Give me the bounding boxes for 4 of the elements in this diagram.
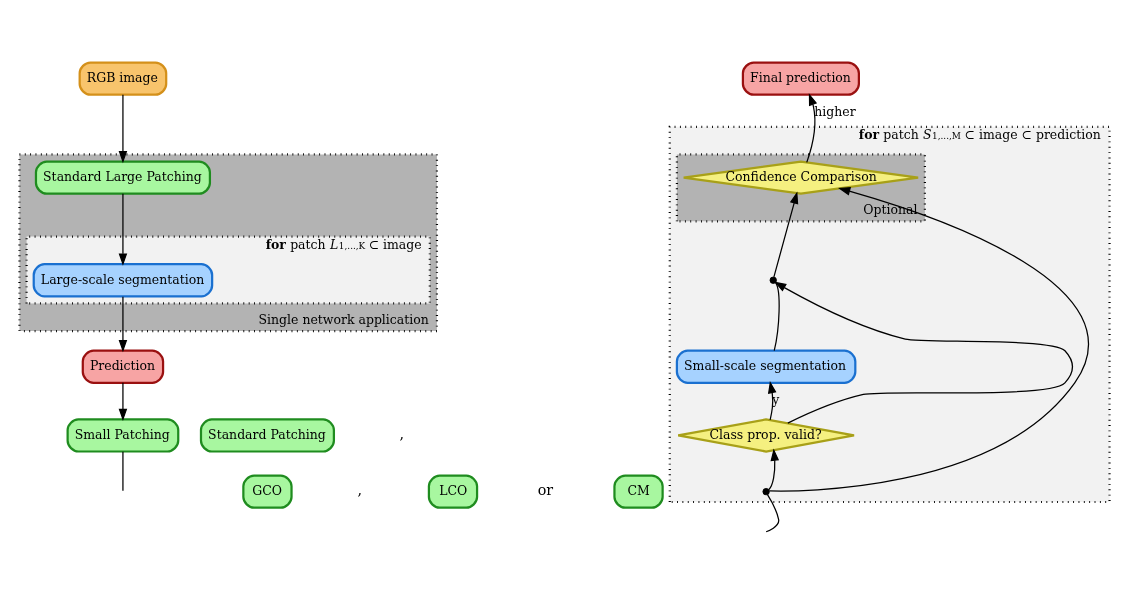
label: or <box>537 481 554 498</box>
label: , <box>399 425 405 442</box>
label: , <box>357 481 363 498</box>
edge-label: higher <box>814 103 856 119</box>
